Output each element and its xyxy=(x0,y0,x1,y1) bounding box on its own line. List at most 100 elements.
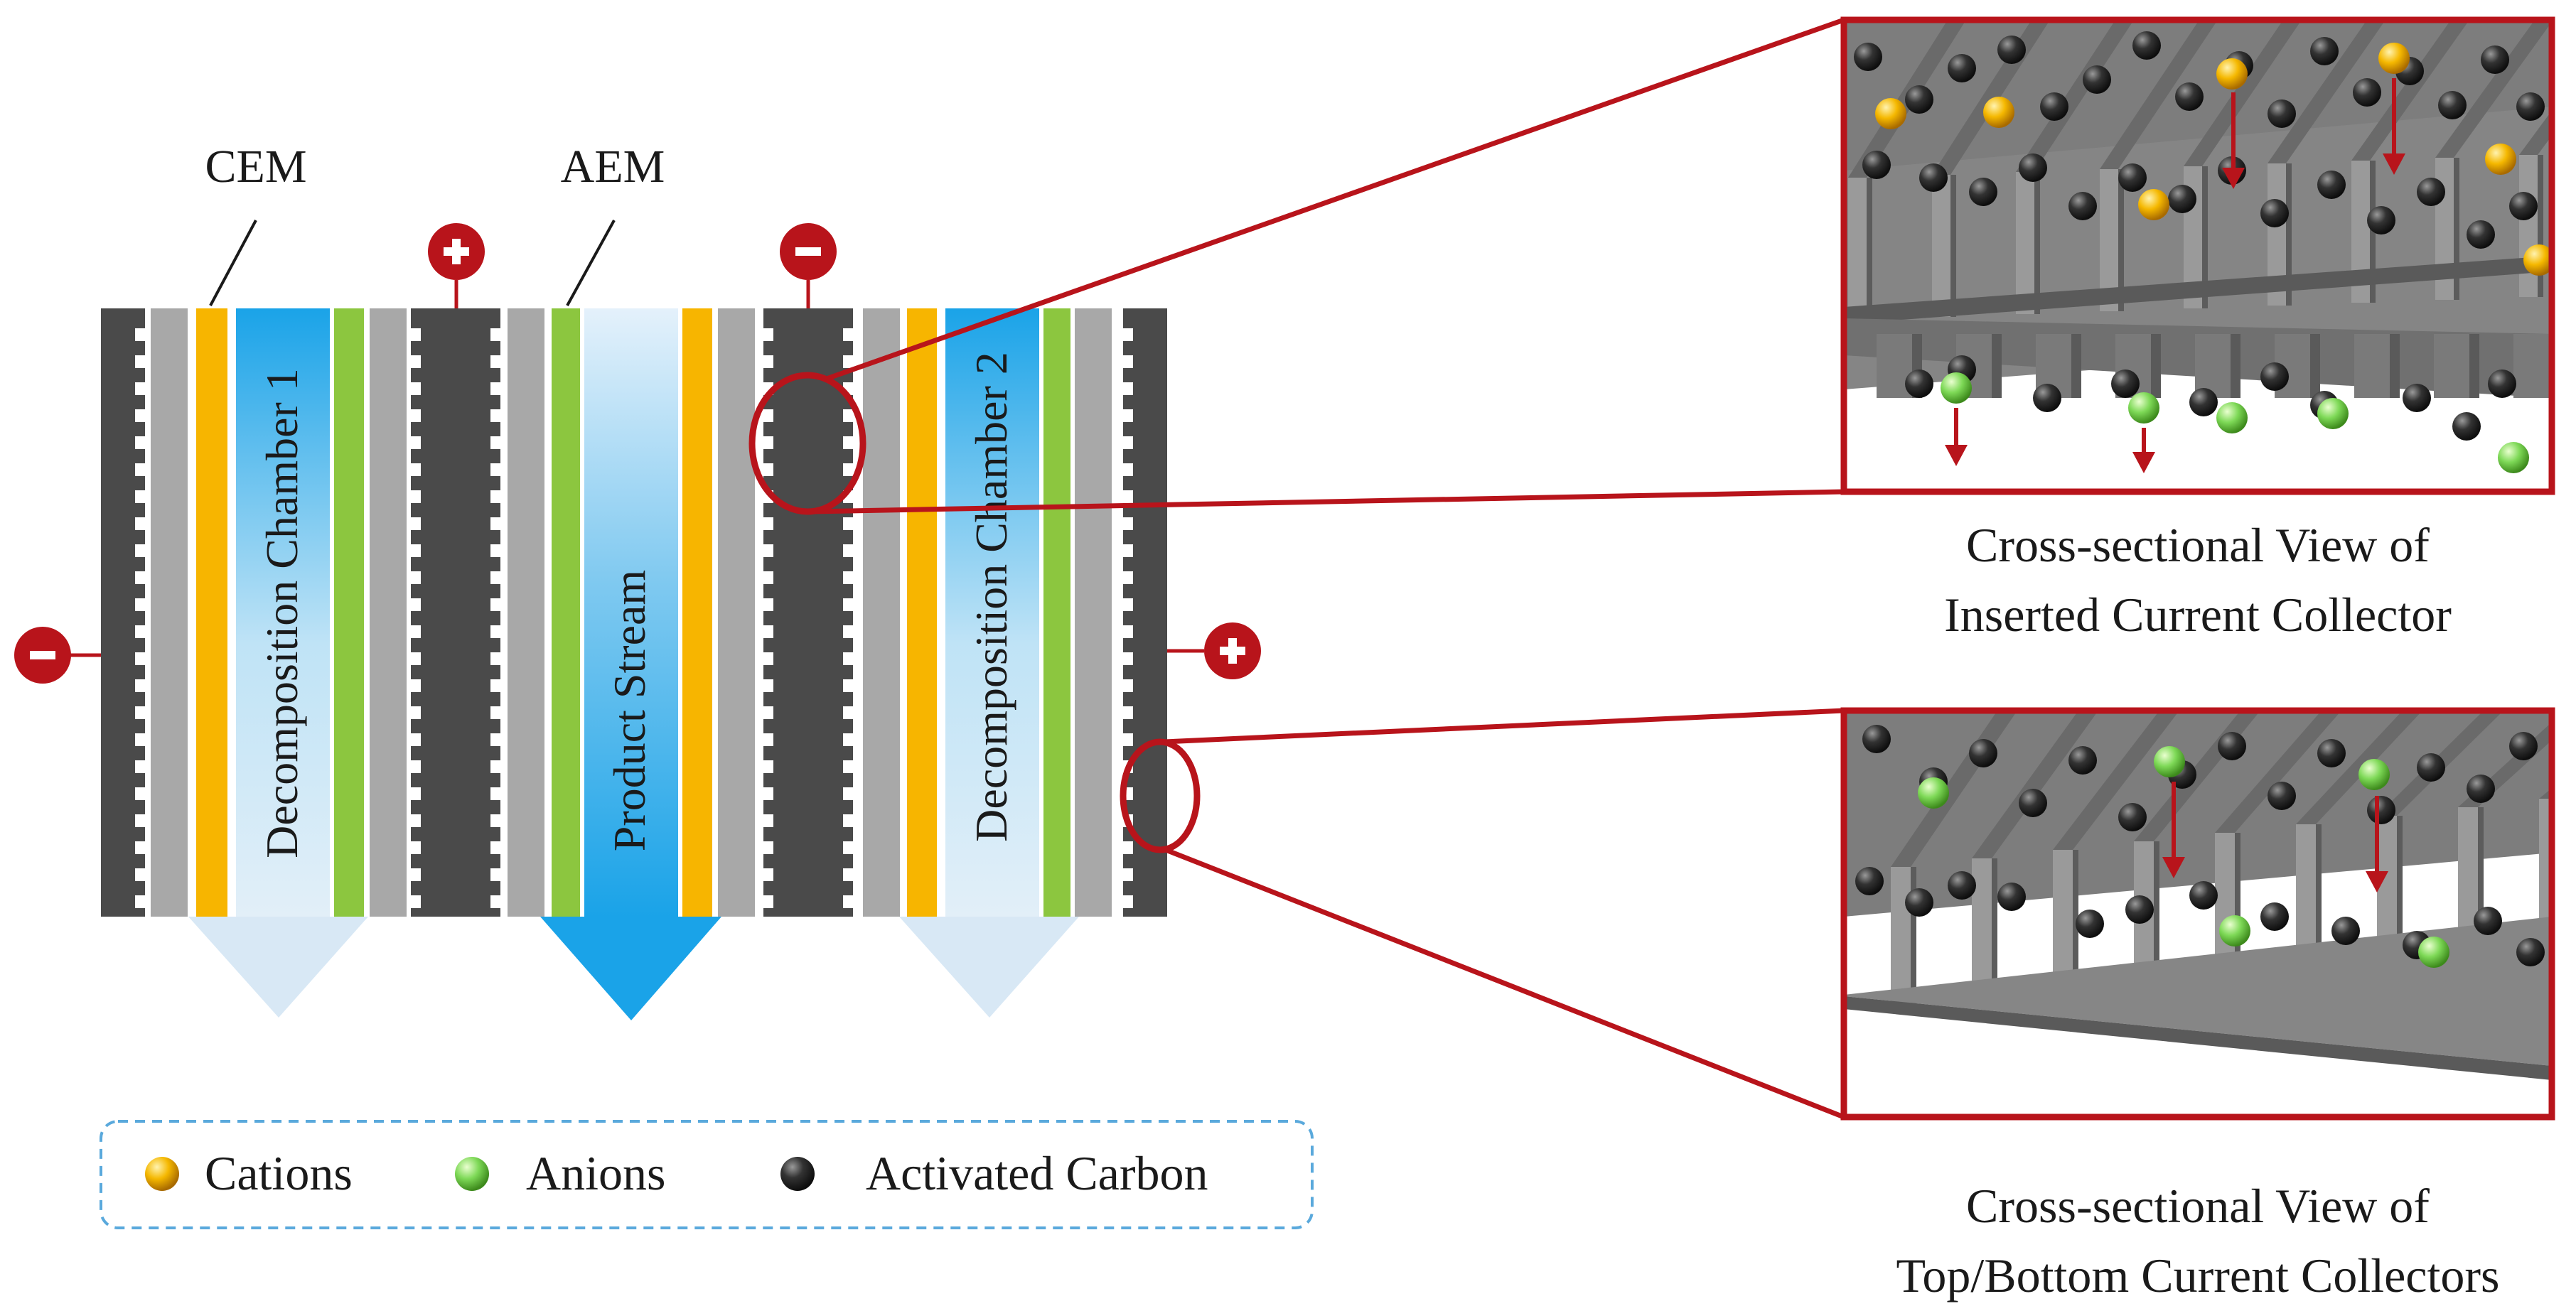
cem-membrane xyxy=(907,308,937,917)
spacer xyxy=(151,308,188,917)
aem-membrane xyxy=(1043,308,1070,917)
bottom-view-caption-line2: Top/Bottom Current Collectors xyxy=(1896,1248,2500,1302)
legend-box xyxy=(100,1120,1314,1229)
carbon-particle xyxy=(2189,388,2218,416)
carbon-particle xyxy=(1862,725,1891,753)
cation-particle xyxy=(2485,144,2516,175)
anion-particle xyxy=(2216,402,2248,433)
terminal-minus-top xyxy=(780,223,837,308)
carbon-particle xyxy=(2040,92,2068,121)
carbon-particle xyxy=(1997,883,2026,911)
carbon-particle xyxy=(2331,917,2360,945)
anion-particle xyxy=(1918,777,1949,809)
top-view-caption-line1: Cross-sectional View of xyxy=(1966,518,2430,572)
carbon-particle xyxy=(1854,43,1882,71)
carbon-particle xyxy=(2438,91,2467,119)
cation-particle xyxy=(2216,58,2248,90)
chamber-1-label: Decomposition Chamber 1 xyxy=(257,368,307,858)
anion-particle xyxy=(2358,759,2390,790)
carbon-particle xyxy=(2509,732,2538,760)
carbon-particle xyxy=(2367,796,2395,824)
spacer xyxy=(1075,308,1112,917)
cem-membrane xyxy=(682,308,712,917)
carbon-particle xyxy=(2317,171,2346,199)
cation-particle xyxy=(2378,43,2410,74)
carbon-particle xyxy=(2111,370,2140,398)
cell-stack: Decomposition Chamber 1 Product Stream D… xyxy=(14,17,1845,1120)
carbon-particle xyxy=(2132,31,2161,60)
carbon-particle xyxy=(2417,753,2445,782)
legend: Cations Anions Activated Carbon xyxy=(100,1120,1314,1229)
electrode xyxy=(411,308,500,917)
legend-carbon-label: Activated Carbon xyxy=(866,1146,1208,1200)
carbon-particle xyxy=(2083,65,2111,94)
anion-particle xyxy=(2154,746,2185,777)
carbon-particle xyxy=(2019,153,2047,182)
cem-leader-line xyxy=(209,220,257,306)
zoom-connector xyxy=(1164,847,1845,1120)
cem-membrane xyxy=(196,308,227,917)
carbon-particle xyxy=(2417,178,2445,206)
carbon-particle xyxy=(1905,370,1933,398)
cation-particle xyxy=(1983,97,2014,128)
aem-label: AEM xyxy=(561,141,665,193)
terminal-plus-top xyxy=(428,223,485,308)
carbon-particle xyxy=(2189,881,2218,910)
carbon-particle xyxy=(2467,220,2495,249)
electrode xyxy=(763,308,853,917)
top-bottom-collector-cross-section xyxy=(1840,707,2555,1121)
cation-particle xyxy=(2138,189,2169,220)
zoom-connector xyxy=(810,489,1845,514)
cation-icon xyxy=(145,1157,179,1191)
carbon-particle xyxy=(2403,384,2431,412)
bottom-view-caption-line1: Cross-sectional View of xyxy=(1966,1179,2430,1233)
carbon-particle xyxy=(2488,370,2516,398)
carbon-particle xyxy=(2317,739,2346,767)
carbon-particle xyxy=(2168,185,2196,213)
outlet-arrow-product xyxy=(540,917,721,1020)
anion-particle xyxy=(2498,442,2529,473)
zoom-connector xyxy=(1164,708,1845,745)
anion-particle xyxy=(2418,937,2449,968)
zoom-connector xyxy=(823,17,1845,382)
inserted-collector-cross-section xyxy=(1840,16,2555,495)
carbon-particle xyxy=(1862,151,1891,179)
carbon-particle xyxy=(2260,902,2289,931)
carbon-particle xyxy=(2076,910,2104,938)
outlet-arrow-chamber-1 xyxy=(188,917,368,1018)
aem-membrane xyxy=(552,308,580,917)
carbon-particle xyxy=(2260,199,2289,227)
cation-particle xyxy=(1875,98,1906,129)
carbon-particle xyxy=(1969,739,1997,767)
anion-icon xyxy=(455,1157,489,1191)
top-view-caption-line2: Inserted Current Collector xyxy=(1944,588,2452,642)
carbon-particle xyxy=(2367,206,2395,234)
carbon-particle xyxy=(2019,789,2047,817)
spacer xyxy=(863,308,900,917)
carbon-particle xyxy=(2516,92,2545,121)
product-stream-channel xyxy=(584,308,678,917)
chamber-2-label: Decomposition Chamber 2 xyxy=(966,352,1016,842)
chamber-2-channel xyxy=(945,308,1039,917)
product-stream-label: Product Stream xyxy=(604,570,655,851)
outlet-arrow-chamber-2 xyxy=(899,917,1079,1018)
carbon-particle xyxy=(2033,384,2061,412)
spacer xyxy=(370,308,407,917)
carbon-particle xyxy=(1948,871,1976,900)
carbon-particle xyxy=(2481,45,2509,74)
carbon-particle xyxy=(1948,54,1976,82)
anion-particle xyxy=(2219,915,2250,946)
activated-carbon-icon xyxy=(780,1157,815,1191)
carbon-particle xyxy=(2068,192,2097,220)
legend-cations-label: Cations xyxy=(205,1146,353,1200)
zoom-highlight-outer xyxy=(1120,738,1201,853)
carbon-particle xyxy=(1905,888,1933,917)
carbon-particle xyxy=(1905,85,1933,114)
carbon-particle xyxy=(2474,907,2502,935)
carbon-particle xyxy=(2175,82,2204,111)
carbon-particle xyxy=(1997,36,2026,64)
carbon-particle xyxy=(1919,163,1948,192)
carbon-particle xyxy=(2218,732,2246,760)
aem-membrane xyxy=(334,308,364,917)
carbon-particle xyxy=(2467,775,2495,803)
